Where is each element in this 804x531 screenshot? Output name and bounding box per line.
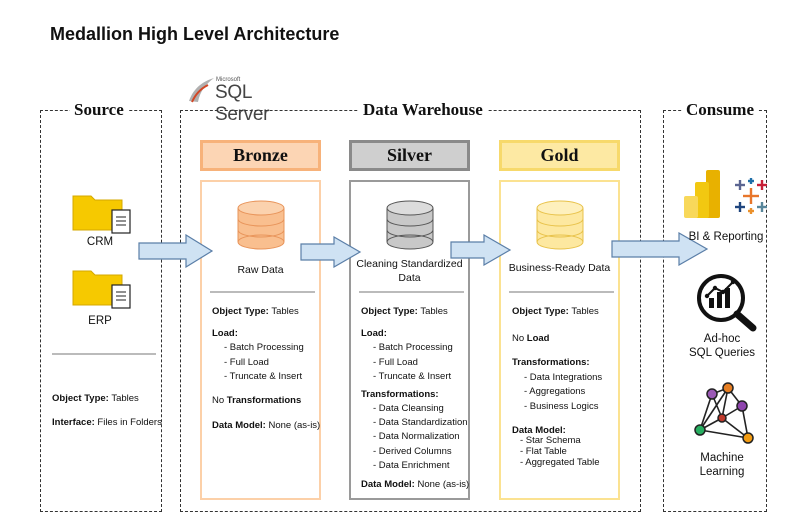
gold-database-icon xyxy=(535,200,585,255)
source-divider xyxy=(52,353,156,355)
bronze-object-type: Object Type: Tables xyxy=(212,306,299,317)
sql-logo-brand: Microsoft xyxy=(216,77,241,83)
gold-desc: Business-Ready Data xyxy=(508,262,611,274)
arrow-gold-to-consume xyxy=(611,232,709,266)
silver-desc-line1: Cleaning Standardized xyxy=(356,258,463,270)
bronze-data-model: Data Model: None (as-is) xyxy=(212,420,321,431)
silver-load-item: - Batch Processing xyxy=(373,342,453,353)
bronze-box xyxy=(200,180,321,500)
source-object-type: Object Type: Tables xyxy=(52,393,139,404)
silver-transform-item: - Data Enrichment xyxy=(373,460,450,471)
bronze-database-icon xyxy=(236,200,286,255)
source-interface: Interface: Files in Folders xyxy=(52,417,162,428)
bronze-load-item: - Truncate & Insert xyxy=(224,371,303,382)
silver-database-icon xyxy=(385,200,435,255)
consume-zone-label: Consume xyxy=(682,100,759,120)
sql-logo-product: SQL Server xyxy=(215,82,270,125)
gold-model-label: Data Model: xyxy=(512,425,566,436)
sql-analytics-icon xyxy=(695,272,759,337)
gold-model-item: - Aggregated Table xyxy=(520,457,600,468)
bronze-transformations: No Transformations xyxy=(212,395,302,406)
gold-box xyxy=(499,180,620,500)
adhoc-label-line2: SQL Queries xyxy=(688,347,756,359)
tableau-icon xyxy=(733,178,769,219)
ml-label-line2: Learning xyxy=(699,466,745,478)
gold-transform-item: - Aggregations xyxy=(524,386,586,397)
gold-header: Gold xyxy=(499,140,620,171)
machine-learning-icon xyxy=(690,382,756,453)
silver-load-item: - Full Load xyxy=(373,357,418,368)
arrow-source-to-bronze xyxy=(138,234,214,268)
sql-server-icon xyxy=(189,78,214,103)
bronze-load-item: - Full Load xyxy=(224,357,269,368)
bronze-divider xyxy=(210,291,315,293)
silver-transform-item: - Derived Columns xyxy=(373,446,452,457)
ml-label-line1: Machine xyxy=(700,452,744,464)
arrow-bronze-to-silver xyxy=(300,236,362,268)
silver-load-label: Load: xyxy=(361,328,387,339)
silver-header: Silver xyxy=(349,140,470,171)
gold-model-item: - Star Schema xyxy=(520,435,581,446)
gold-transform-item: - Business Logics xyxy=(524,401,599,412)
crm-folder-icon xyxy=(72,190,132,239)
silver-transform-item: - Data Cleansing xyxy=(373,403,444,414)
silver-object-type: Object Type: Tables xyxy=(361,306,448,317)
gold-model-item: - Flat Table xyxy=(520,446,567,457)
silver-load-item: - Truncate & Insert xyxy=(373,371,452,382)
gold-transform-item: - Data Integrations xyxy=(524,372,603,383)
power-bi-icon xyxy=(684,170,722,225)
bronze-load-label: Load: xyxy=(212,328,238,339)
gold-transform-label: Transformations: xyxy=(512,357,590,368)
gold-object-type: Object Type: Tables xyxy=(512,306,599,317)
warehouse-zone-label: Data Warehouse xyxy=(359,100,487,120)
sql-server-logo: Microsoft SQL Server xyxy=(186,75,306,125)
silver-transform-label: Transformations: xyxy=(361,389,439,400)
erp-label: ERP xyxy=(88,315,112,327)
silver-divider xyxy=(359,291,464,293)
bronze-header: Bronze xyxy=(200,140,321,171)
adhoc-label-line1: Ad-hoc xyxy=(703,333,741,345)
gold-load: No Load xyxy=(512,333,550,344)
erp-folder-icon xyxy=(72,265,132,314)
silver-transform-item: - Data Normalization xyxy=(373,431,460,442)
gold-divider xyxy=(509,291,614,293)
arrow-silver-to-gold xyxy=(450,234,512,266)
source-zone-label: Source xyxy=(70,100,128,120)
silver-desc-line2: Data xyxy=(398,272,421,284)
bi-reporting-label: BI & Reporting xyxy=(688,231,764,243)
bronze-load-item: - Batch Processing xyxy=(224,342,304,353)
silver-transform-item: - Data Standardization xyxy=(373,417,468,428)
bronze-desc: Raw Data xyxy=(237,264,284,276)
page-title: Medallion High Level Architecture xyxy=(50,24,340,44)
crm-label: CRM xyxy=(86,236,114,248)
silver-box xyxy=(349,180,470,500)
silver-data-model: Data Model: None (as-is) xyxy=(361,479,470,490)
